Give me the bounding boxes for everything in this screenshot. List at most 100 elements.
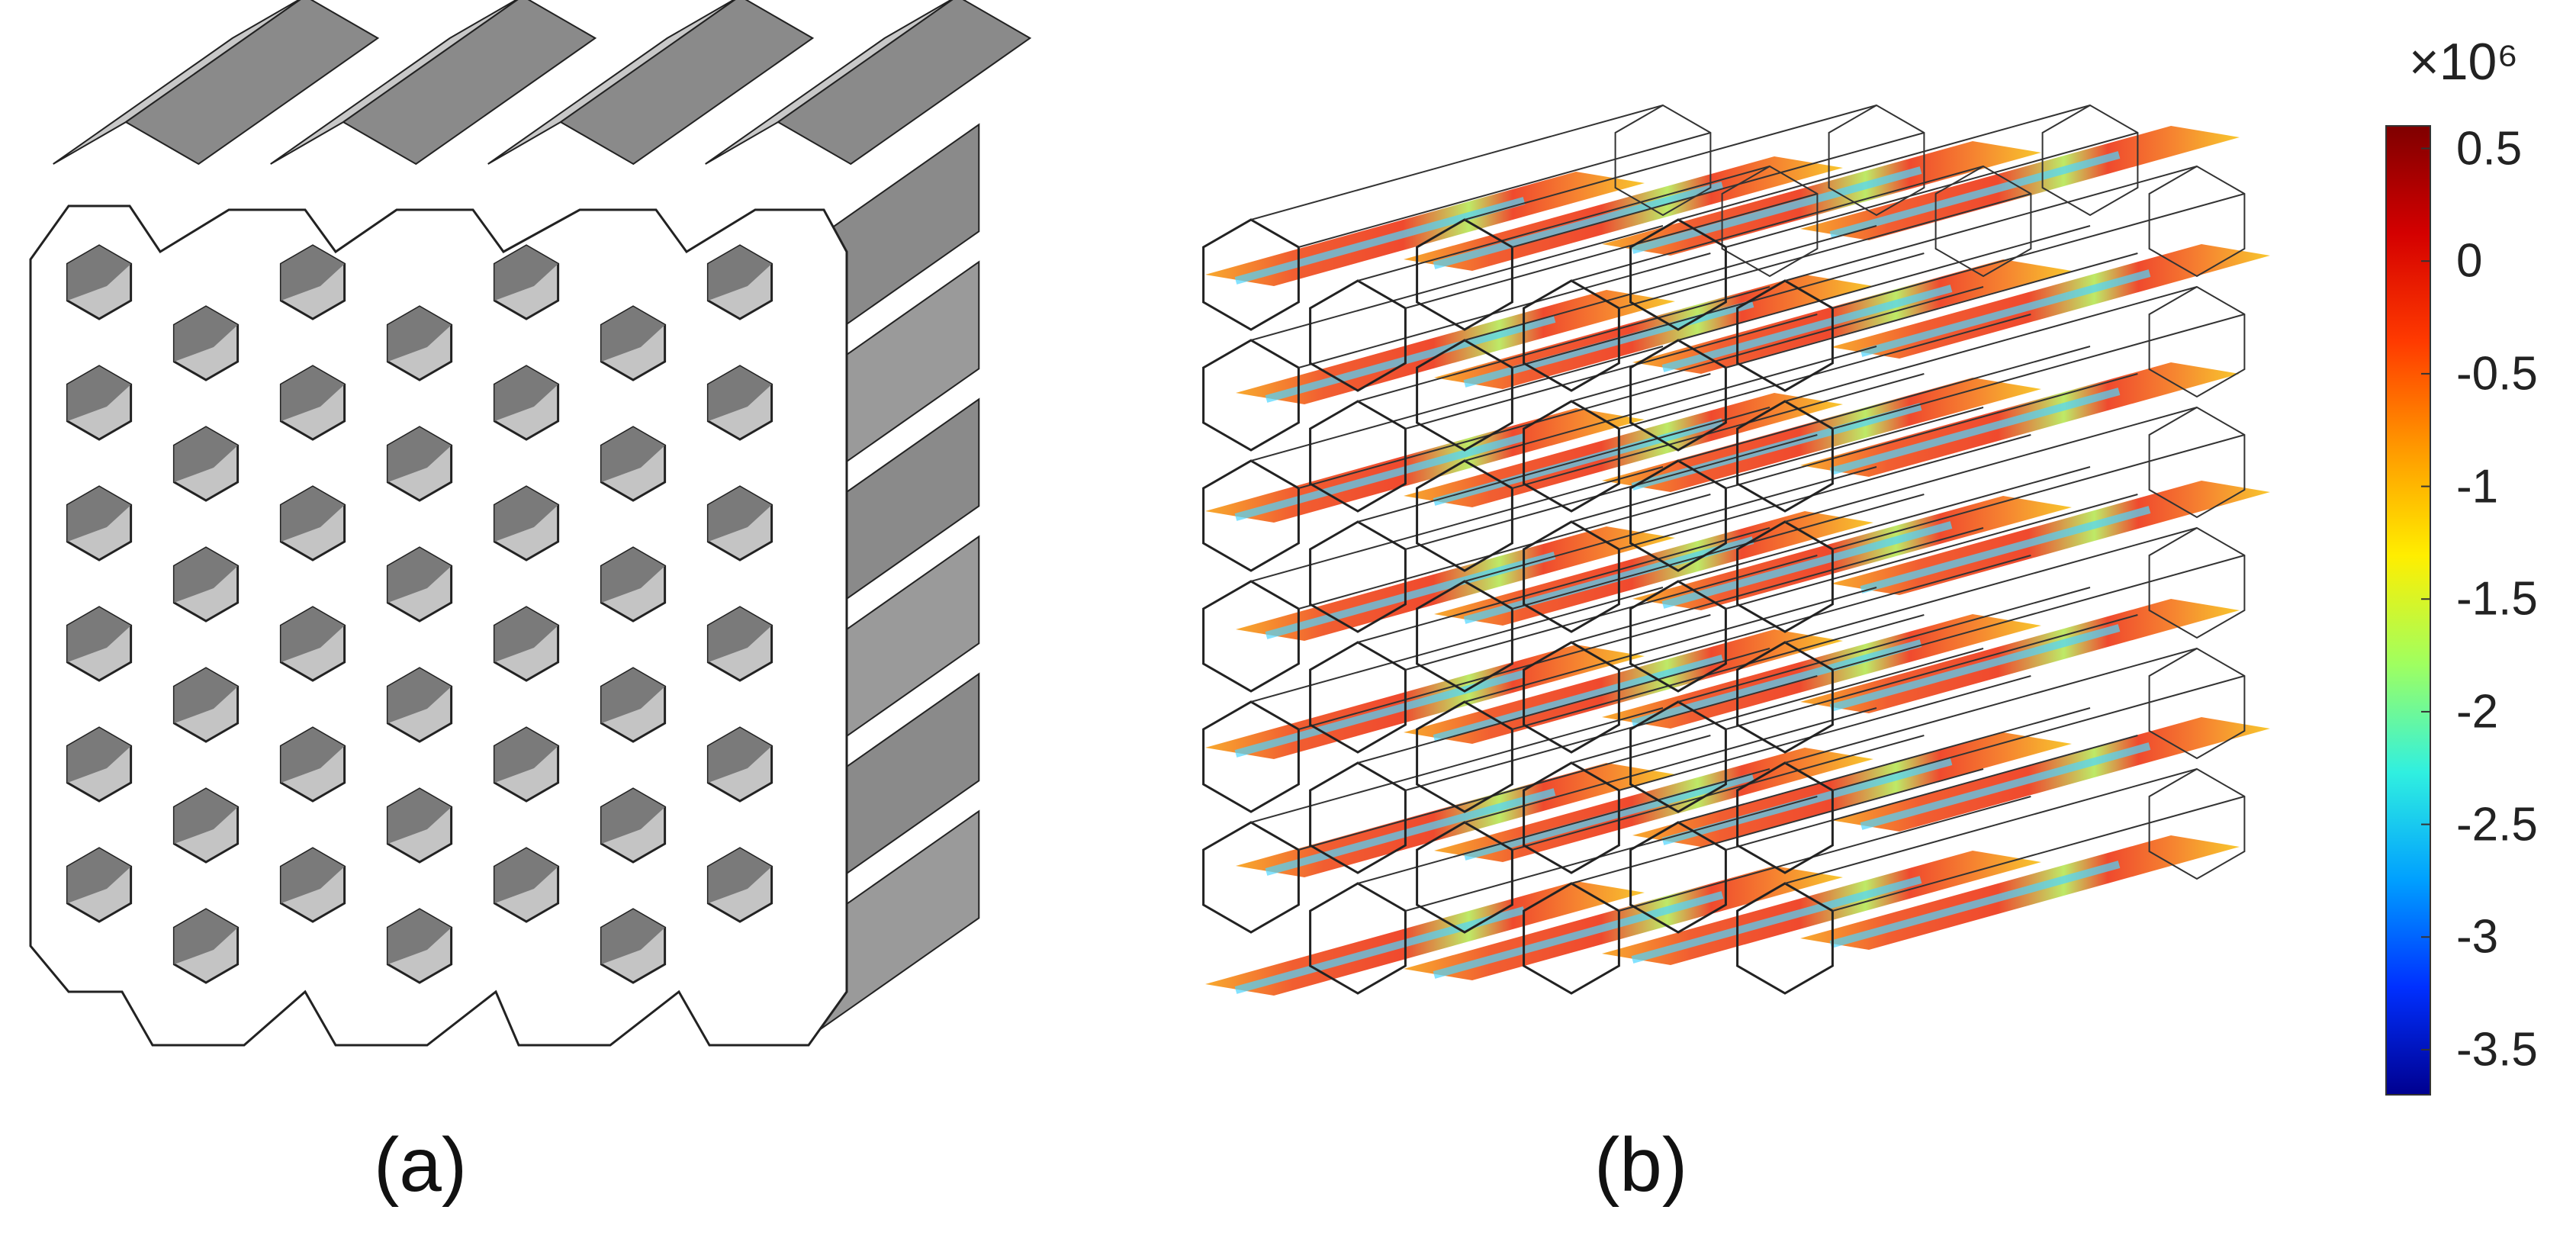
tube-edge — [1619, 193, 2031, 309]
hole-shadow — [494, 246, 558, 301]
colorbar-tick-label: 0.5 — [2456, 122, 2523, 175]
tube-front-hex — [1202, 700, 1300, 813]
tube-edge — [1677, 587, 2091, 703]
hole-shadow — [601, 909, 665, 964]
field-streak — [1860, 506, 2151, 594]
tube-edge — [1725, 735, 2138, 851]
hole-shadow — [708, 366, 772, 421]
colorbar-tick-label: -0.5 — [2456, 347, 2538, 401]
field-streak — [1463, 773, 1754, 861]
tube-edge — [1405, 796, 1818, 912]
tube-edge — [1250, 587, 1664, 703]
hole-shadow — [601, 427, 665, 482]
tube-edge — [1464, 466, 1877, 582]
tube-edge — [1832, 555, 2245, 671]
tube-edge — [1571, 286, 1984, 402]
field-streak — [1631, 876, 1922, 964]
tube-edge — [1784, 407, 2198, 523]
tube-edge — [1250, 346, 1664, 462]
tube-edge — [1571, 648, 1984, 764]
field-streak — [1829, 861, 2121, 948]
field-streak — [1234, 433, 1526, 521]
tube-edge — [1298, 132, 1711, 248]
hole-shadow — [388, 789, 452, 844]
tube-edge — [1677, 346, 2091, 462]
tube-edge — [1677, 466, 2091, 582]
tube-edge — [1784, 166, 2198, 282]
tube-edge — [1298, 253, 1711, 368]
hole-shadow — [601, 307, 665, 362]
colorbar-exponent-label: ×10⁶ — [2409, 33, 2519, 91]
colorbar — [2385, 125, 2431, 1096]
tube-edge — [1784, 648, 2198, 764]
prism-top-face — [270, 0, 519, 165]
tube-edge — [1619, 675, 2031, 791]
tube-edge — [1725, 132, 2138, 248]
tube-edge — [1725, 614, 2138, 730]
field-streak — [1829, 388, 2121, 475]
tube-edge — [1405, 314, 1818, 430]
tube-edge — [1250, 707, 1664, 823]
tube-edge — [1298, 735, 1711, 851]
hole-shadow — [281, 366, 345, 421]
hole-shadow — [281, 246, 345, 301]
colorbar-tick-label: 0 — [2456, 234, 2483, 288]
colorbar-ticks — [2421, 147, 2430, 1051]
hole-shadow — [388, 307, 452, 362]
field-streak — [1829, 624, 2121, 712]
tube-edge — [1250, 225, 1664, 341]
tube-edge — [1357, 407, 1770, 523]
hole-shadow — [67, 728, 131, 783]
field-streak — [1433, 418, 1724, 506]
tube-edge — [1405, 675, 1818, 791]
field-streak — [1661, 521, 1953, 609]
hole-shadow — [601, 789, 665, 844]
field-streak — [1463, 536, 1754, 624]
tube-edge — [1832, 796, 2245, 912]
hole-shadow — [601, 668, 665, 723]
field-streak — [1265, 552, 1556, 639]
tube-edge — [1298, 494, 1711, 610]
hole-shadow — [708, 607, 772, 662]
colorbar-gradient — [2385, 125, 2431, 1096]
hole-shadow — [174, 548, 238, 603]
field-streak — [1234, 906, 1526, 994]
tube-edge — [1512, 494, 1925, 610]
field-streak — [1265, 788, 1556, 876]
hole-shadow — [281, 607, 345, 662]
hole-shadow — [281, 728, 345, 783]
tube-edge — [1512, 735, 1925, 851]
tube-edge — [1784, 286, 2198, 402]
field-streak — [1265, 315, 1556, 403]
hole-shadow — [708, 728, 772, 783]
tube-edge — [1405, 193, 1818, 309]
hole-shadow — [174, 909, 238, 964]
hole-shadow — [494, 366, 558, 421]
tube-edge — [1725, 373, 2138, 489]
field-streak — [1661, 758, 1953, 845]
hole-shadow — [281, 487, 345, 542]
hole-shadow — [708, 246, 772, 301]
tube-edge — [1725, 253, 2138, 368]
tube-edge — [1571, 768, 1984, 884]
tube-back-hex — [1828, 104, 1925, 217]
tube-edge — [1784, 527, 2198, 643]
hole-shadow — [494, 487, 558, 542]
tube-edge — [1832, 675, 2245, 791]
tube-back-hex — [2148, 647, 2246, 760]
prism-side-face — [124, 0, 380, 166]
tube-edge — [1619, 434, 2031, 550]
tube-edge — [1512, 614, 1925, 730]
hole-shadow — [67, 366, 131, 421]
field-streak — [1234, 197, 1526, 285]
tube-back-hex — [2148, 285, 2246, 398]
field-streak — [1661, 285, 1953, 372]
prism-side-face — [777, 0, 1032, 166]
tube-edge — [1357, 527, 1770, 643]
tube-front-hex — [1202, 821, 1300, 934]
tube-edge — [1677, 707, 2091, 823]
tube-edge — [1571, 166, 1984, 282]
hole-shadow — [388, 548, 452, 603]
prism-top-face — [53, 0, 301, 165]
